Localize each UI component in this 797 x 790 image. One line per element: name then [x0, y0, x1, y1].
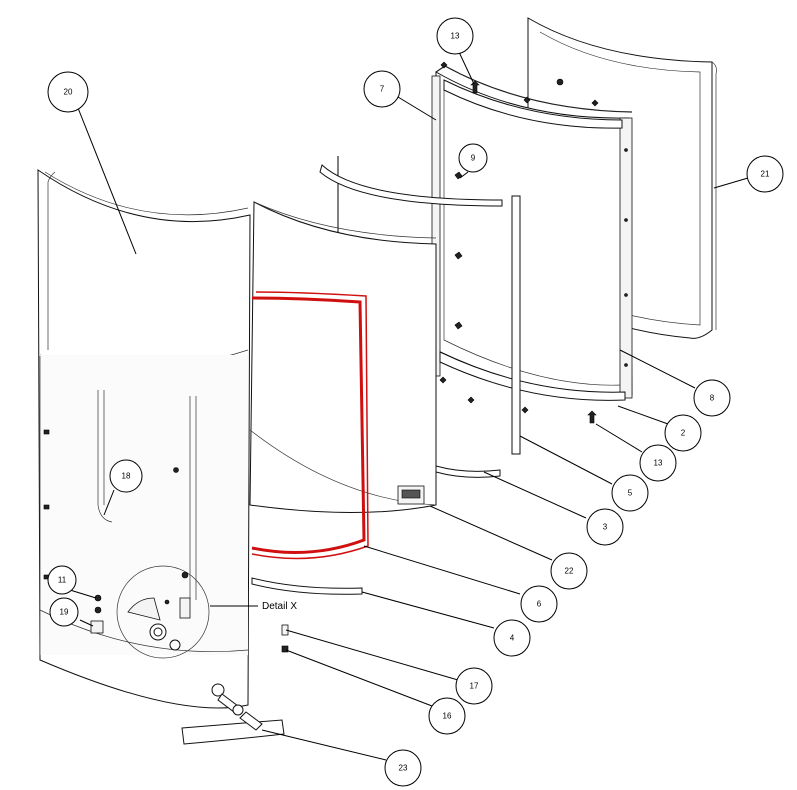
- detail-x-label: Detail X: [262, 601, 297, 612]
- part-23-pipe: [181, 683, 285, 745]
- callout-22: 22: [550, 552, 588, 590]
- callout-8-label: 8: [710, 394, 715, 403]
- callout-13-top-label: 13: [451, 32, 460, 41]
- callout-16: 16: [428, 697, 466, 735]
- callout-23-label: 23: [399, 764, 408, 773]
- callout-4: 4: [493, 619, 531, 657]
- part-20-front-panel: [37, 169, 251, 709]
- part-13-screw-top: [440, 61, 597, 424]
- callout-4-label: 4: [510, 634, 515, 643]
- callout-11: 11: [47, 565, 77, 595]
- callout-16-label: 16: [443, 712, 452, 721]
- part-8-frame: [431, 65, 633, 414]
- callout-11-label: 11: [58, 576, 67, 585]
- part-4-lower-strip: [251, 577, 363, 595]
- callout-8: 8: [693, 379, 731, 417]
- callout-23: 23: [384, 749, 422, 787]
- part-17-fitting: [281, 624, 289, 636]
- callout-3: 3: [586, 508, 624, 546]
- callout-7: 7: [363, 70, 401, 108]
- callout-21: 21: [746, 155, 784, 193]
- callout-19: 19: [49, 597, 79, 627]
- callout-18-label: 18: [122, 472, 131, 481]
- part-16-fitting: [281, 645, 289, 653]
- part-2-lower-rail: [439, 351, 626, 401]
- callout-2: 2: [664, 414, 702, 452]
- callout-20: 20: [47, 71, 89, 113]
- callout-3-label: 3: [603, 523, 608, 532]
- callout-22-label: 22: [565, 567, 574, 576]
- callout-6: 6: [520, 585, 558, 623]
- callout-17-label: 17: [470, 682, 479, 691]
- callout-6-label: 6: [537, 600, 542, 609]
- callout-9: 9: [458, 143, 488, 173]
- part-9-arc-rod: [319, 156, 503, 242]
- callout-21-label: 21: [761, 170, 770, 179]
- part-22-middle-panel: [249, 201, 437, 513]
- callout-9-label: 9: [471, 154, 476, 163]
- callout-17: 17: [455, 667, 493, 705]
- part-5-strip: [511, 195, 521, 455]
- callout-2-label: 2: [681, 429, 686, 438]
- leader-lines: [69, 51, 749, 761]
- callout-7-label: 7: [380, 85, 385, 94]
- callout-13-bottom: 13: [639, 444, 677, 482]
- callout-13-bottom-label: 13: [654, 459, 663, 468]
- callout-19-label: 19: [60, 608, 69, 617]
- part-3-bottom-strip: [435, 465, 501, 478]
- callout-5: 5: [611, 474, 649, 512]
- callout-18: 18: [109, 459, 143, 493]
- callout-5-label: 5: [628, 489, 633, 498]
- callout-20-label: 20: [64, 88, 73, 97]
- callout-13-top: 13: [436, 17, 474, 55]
